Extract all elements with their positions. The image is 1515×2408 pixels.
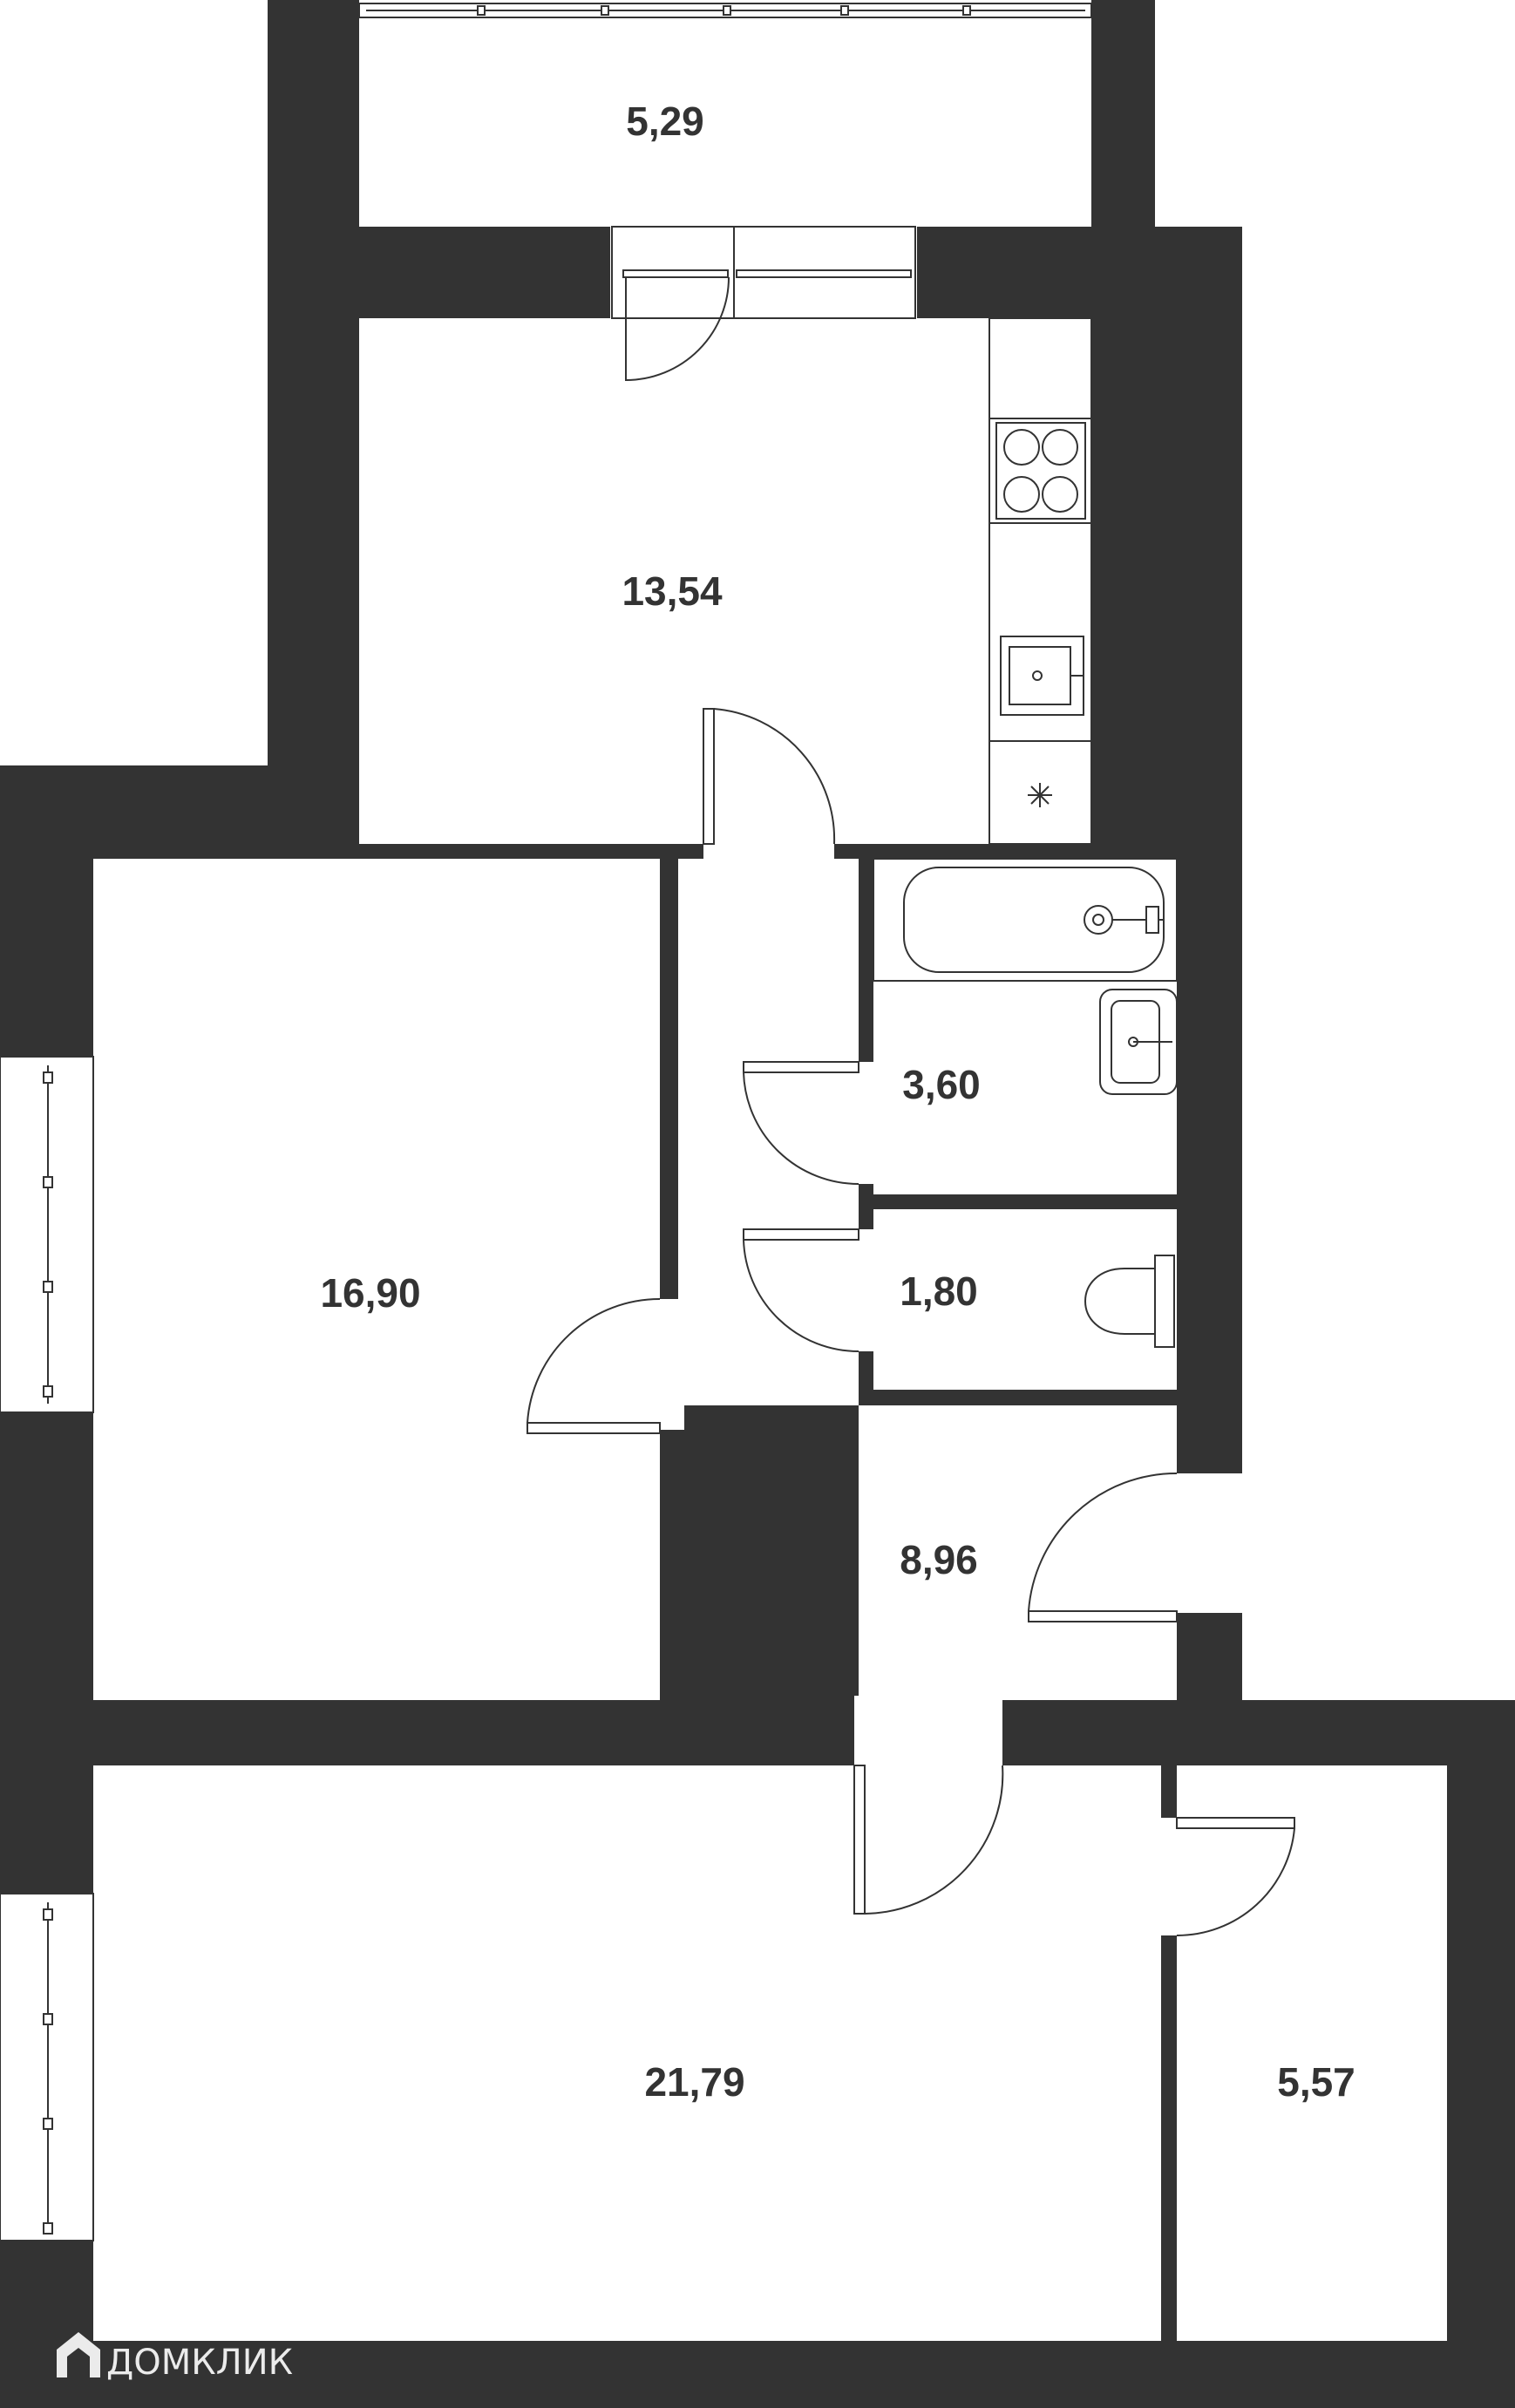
room-area-hall: 8,96: [900, 1537, 978, 1582]
entrance-door: [1028, 1472, 1178, 1622]
bathroom-sink-icon: [1099, 989, 1178, 1095]
toilet-door: [743, 1228, 859, 1352]
room-area-balcony: 5,29: [626, 99, 704, 144]
house-logo-icon: [57, 2332, 100, 2377]
room-area-toilet: 1,80: [900, 1269, 978, 1314]
watermark: ДОМКЛИК: [57, 2332, 293, 2383]
room-area-storage: 5,57: [1277, 2059, 1355, 2105]
room-area-bedroom: 16,90: [320, 1270, 420, 1316]
fridge-icon: [1028, 783, 1052, 807]
kitchen-counter: [988, 317, 1092, 845]
kitchen-sink-icon: [1000, 636, 1084, 716]
balcony-window: [358, 3, 1092, 18]
bedroom-window: [0, 1056, 94, 1413]
bathroom-door: [743, 1061, 859, 1185]
bedroom-door: [527, 1297, 661, 1434]
living-door: [853, 1765, 1004, 1915]
bathtub-icon: [873, 858, 1178, 982]
storage-door: [1176, 1817, 1295, 1937]
room-area-kitchen: 13,54: [622, 568, 723, 614]
toilet-icon: [1084, 1255, 1175, 1348]
balcony-door: [611, 226, 916, 382]
kitchen-door: [703, 708, 836, 845]
room-area-bathroom: 3,60: [902, 1062, 981, 1107]
stove-icon: [995, 422, 1086, 520]
room-area-living: 21,79: [644, 2059, 744, 2105]
watermark-text: ДОМКЛИК: [106, 2343, 293, 2383]
living-window: [0, 1893, 94, 2241]
